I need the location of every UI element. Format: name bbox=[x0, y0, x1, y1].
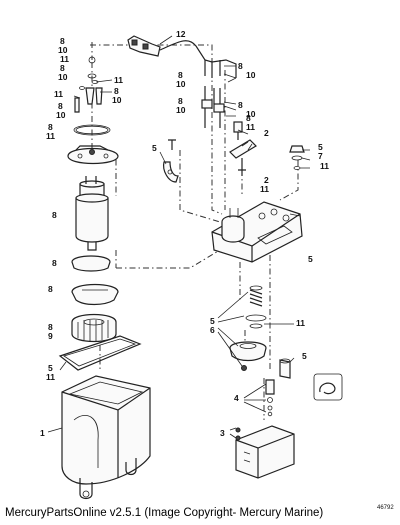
callout-12: 12 bbox=[176, 29, 186, 39]
callout-11: 11 bbox=[54, 89, 63, 99]
callout-8: 8 bbox=[238, 100, 243, 110]
callout-10: 10 bbox=[246, 70, 256, 80]
callout-5: 5 bbox=[152, 143, 157, 153]
wiring-harness[interactable] bbox=[127, 35, 237, 128]
callout-5: 5 bbox=[48, 363, 53, 373]
callout-3: 3 bbox=[220, 428, 225, 438]
hose-clamp-inset[interactable] bbox=[313, 373, 343, 401]
callout-8: 8 bbox=[52, 210, 57, 220]
callout-9: 9 bbox=[48, 331, 53, 341]
callout-11: 11 bbox=[114, 75, 123, 85]
callout-11: 11 bbox=[246, 122, 255, 132]
callout-7: 7 bbox=[318, 151, 323, 161]
mounting-clamp[interactable] bbox=[163, 139, 179, 183]
electric-fuel-pump[interactable] bbox=[75, 176, 109, 251]
reservoir-gasket[interactable] bbox=[58, 335, 142, 371]
callout-10: 10 bbox=[58, 45, 68, 55]
callout-8: 8 bbox=[114, 86, 119, 96]
callout-8: 8 bbox=[178, 70, 183, 80]
callout-numbers: 12 8 10 11 8 10 11 11 8 10 8 10 8 11 8 1… bbox=[40, 29, 394, 511]
callout-11: 11 bbox=[46, 131, 55, 141]
callout-8: 8 bbox=[52, 258, 57, 268]
callout-10: 10 bbox=[176, 105, 186, 115]
callout-8: 8 bbox=[48, 284, 53, 294]
callout-8: 8 bbox=[48, 122, 53, 132]
pump-strainer[interactable] bbox=[71, 255, 119, 306]
callout-5: 5 bbox=[210, 316, 215, 326]
filter-element[interactable] bbox=[71, 313, 117, 343]
callout-2: 2 bbox=[264, 175, 269, 185]
callout-10: 10 bbox=[58, 72, 68, 82]
check-valve[interactable] bbox=[279, 358, 291, 379]
callout-11: 11 bbox=[320, 161, 329, 171]
fuel-pump-cover[interactable] bbox=[67, 145, 119, 165]
callout-6: 6 bbox=[210, 325, 215, 335]
callout-8: 8 bbox=[48, 322, 53, 332]
callout-11: 11 bbox=[296, 318, 305, 328]
callout-8: 8 bbox=[178, 96, 183, 106]
callout-8: 8 bbox=[60, 36, 65, 46]
callout-5: 5 bbox=[318, 142, 323, 152]
fuel-cooler-module[interactable] bbox=[235, 425, 295, 479]
left-column-fittings bbox=[73, 56, 111, 136]
fuel-line-fittings[interactable] bbox=[265, 379, 275, 417]
callout-1: 1 bbox=[40, 428, 45, 438]
callout-leader-lines bbox=[47, 35, 311, 439]
callout-5: 5 bbox=[308, 254, 313, 264]
figure-number: 46792 bbox=[377, 505, 394, 511]
copyright-footer: MercuryPartsOnline v2.5.1 (Image Copyrig… bbox=[5, 507, 324, 519]
callout-8: 8 bbox=[60, 63, 65, 73]
callout-5: 5 bbox=[302, 351, 307, 361]
callout-10: 10 bbox=[56, 110, 66, 120]
callout-4: 4 bbox=[234, 393, 239, 403]
vapor-separator-housing[interactable] bbox=[211, 201, 303, 263]
float-switch-assembly[interactable] bbox=[229, 121, 257, 176]
callout-11: 11 bbox=[260, 184, 269, 194]
callout-10: 10 bbox=[176, 79, 186, 89]
callout-8: 8 bbox=[58, 101, 63, 111]
pressure-regulator[interactable] bbox=[229, 285, 267, 371]
callout-10: 10 bbox=[112, 95, 122, 105]
vent-fitting[interactable] bbox=[289, 145, 305, 170]
fuel-reservoir-housing[interactable] bbox=[61, 375, 151, 500]
callout-8: 8 bbox=[238, 61, 243, 71]
callout-2: 2 bbox=[264, 128, 269, 138]
callout-8: 8 bbox=[246, 113, 251, 123]
callout-11: 11 bbox=[60, 54, 69, 64]
callout-10: 10 bbox=[246, 109, 256, 119]
callout-11: 11 bbox=[46, 372, 55, 382]
